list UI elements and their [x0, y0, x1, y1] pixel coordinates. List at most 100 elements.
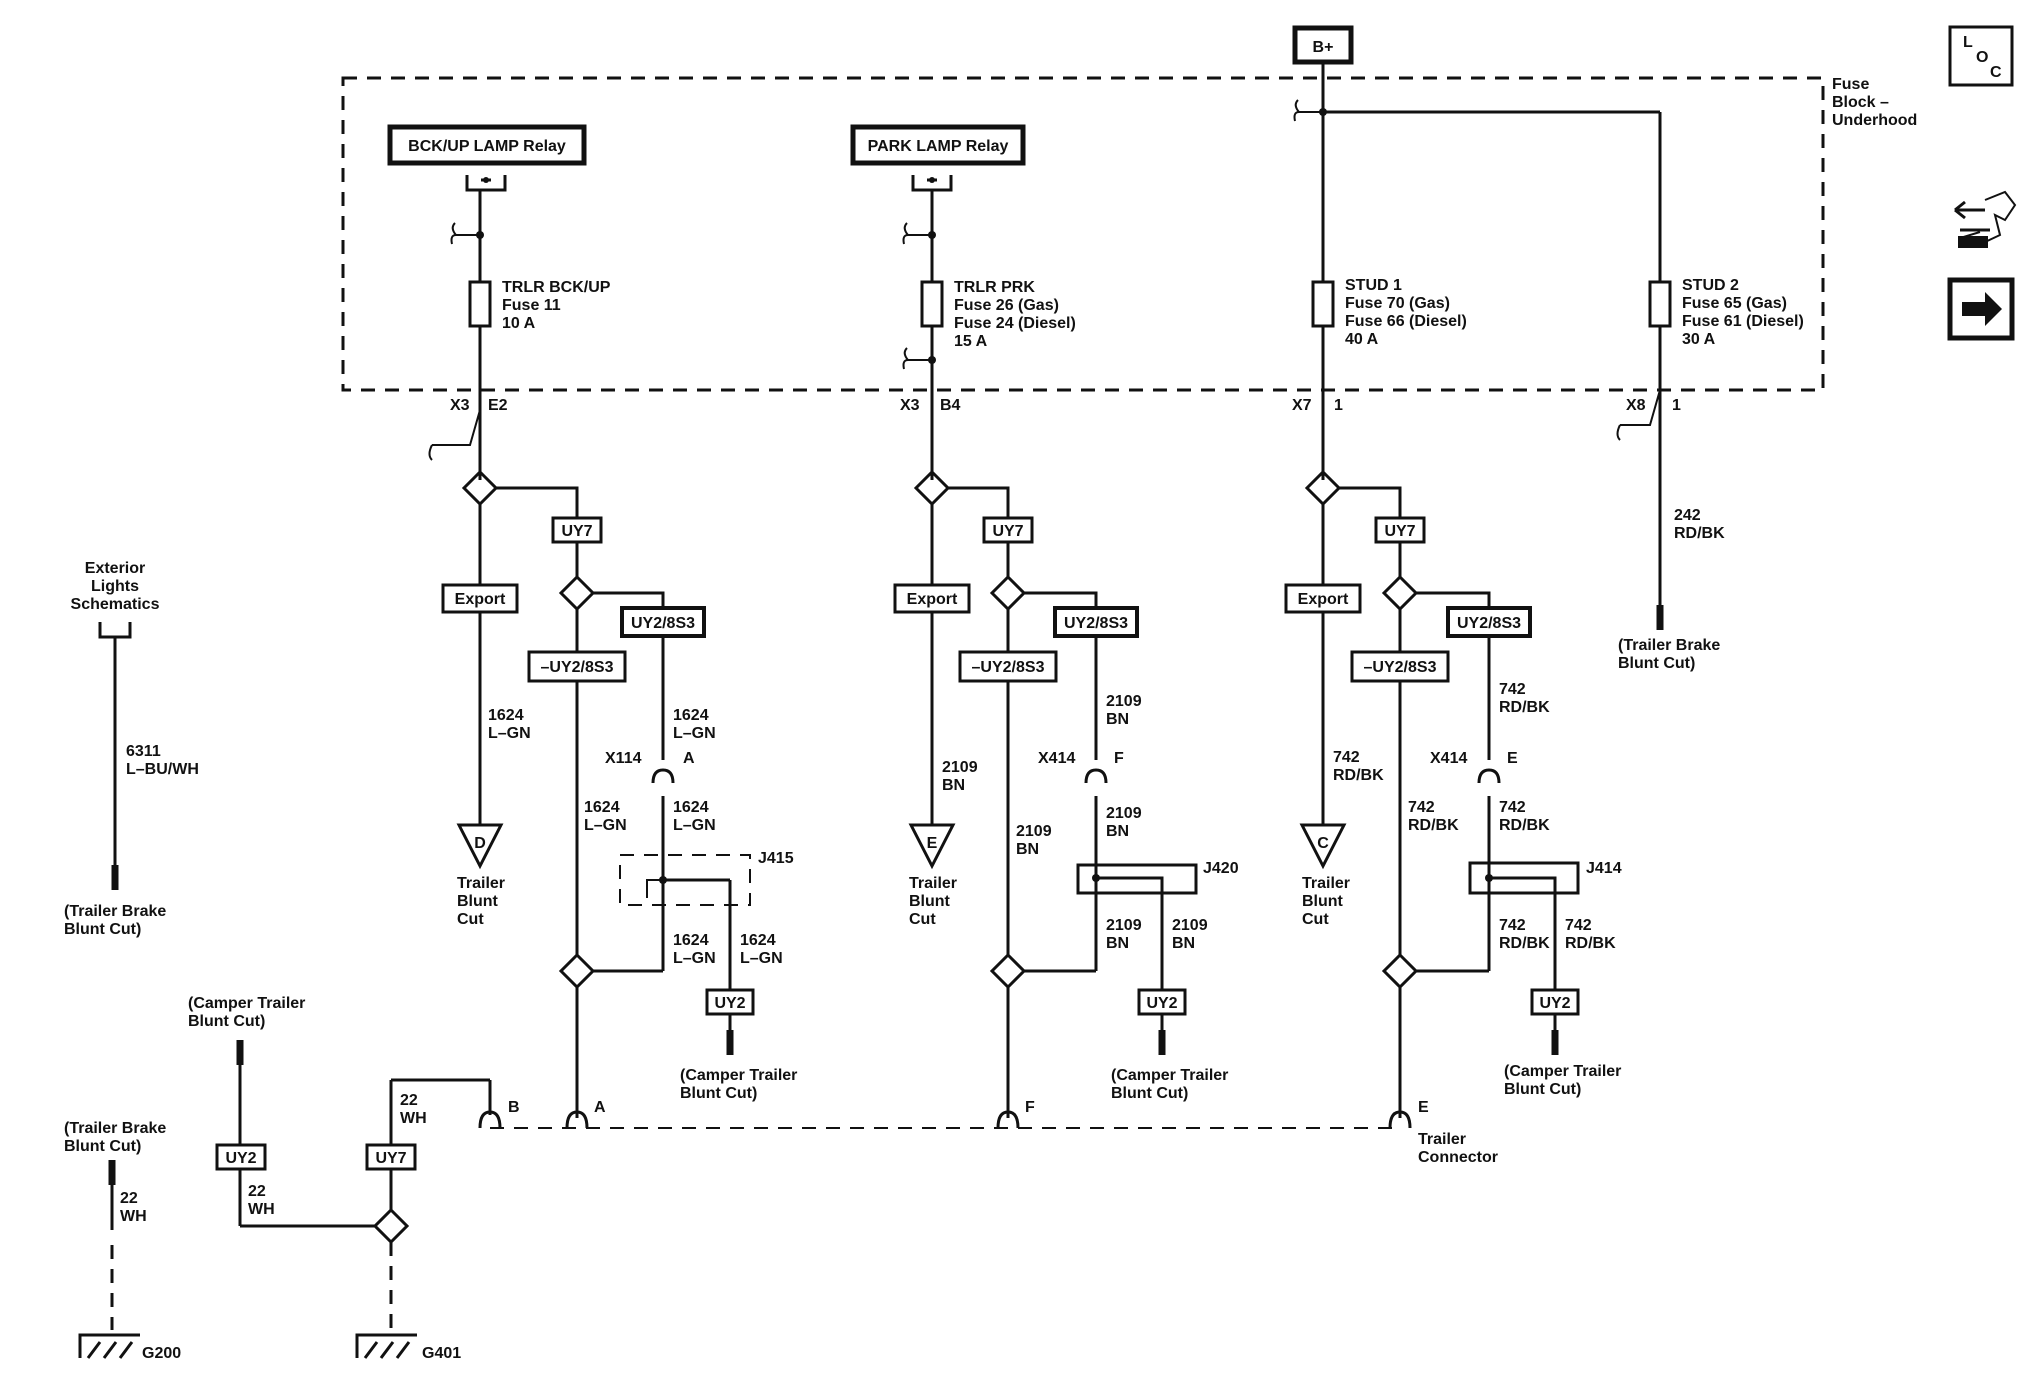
- svg-text:2109: 2109: [1016, 823, 1052, 840]
- svg-text:TRLR BCK/UP: TRLR BCK/UP: [502, 279, 611, 296]
- fuse-70-label: STUD 1 Fuse 70 (Gas) Fuse 66 (Diesel) 40…: [1345, 277, 1467, 348]
- option-uy2-8s3-a: UY2/8S3: [620, 606, 706, 638]
- option-uy2-8s3-c: UY2/8S3: [1446, 606, 1532, 638]
- connector-icon[interactable]: [1954, 190, 2017, 248]
- svg-text:L–GN: L–GN: [584, 817, 627, 834]
- svg-text:Exterior: Exterior: [85, 560, 145, 577]
- stud2-circuit: [1323, 110, 1672, 630]
- fuse-11-label: TRLR BCK/UP Fuse 11 10 A: [502, 279, 611, 332]
- svg-text:22: 22: [248, 1183, 266, 1200]
- svg-text:(Trailer Brake: (Trailer Brake: [64, 903, 166, 920]
- svg-text:PARK LAMP Relay: PARK LAMP Relay: [868, 138, 1009, 155]
- svg-text:1624: 1624: [673, 799, 709, 816]
- svg-text:UY7: UY7: [375, 1150, 406, 1167]
- branch-park: [908, 469, 1198, 1118]
- branch-stud1: [1299, 469, 1580, 1118]
- svg-text:Fuse 66 (Diesel): Fuse 66 (Diesel): [1345, 313, 1467, 330]
- svg-text:UY2/8S3: UY2/8S3: [631, 615, 695, 632]
- option-uy2-b: UY2: [1137, 988, 1187, 1016]
- svg-text:2109: 2109: [1106, 917, 1142, 934]
- backup-lamp-relay: BCK/UP LAMP Relay: [387, 124, 587, 192]
- fuse-65: [1648, 280, 1672, 328]
- ground-g401-circuit: [236, 1040, 492, 1359]
- pin-e2: E2: [488, 397, 508, 414]
- svg-text:Fuse 24 (Diesel): Fuse 24 (Diesel): [954, 315, 1076, 332]
- svg-text:L–BU/WH: L–BU/WH: [126, 761, 199, 778]
- svg-text:Blunt Cut): Blunt Cut): [64, 921, 141, 938]
- svg-text:Fuse 26 (Gas): Fuse 26 (Gas): [954, 297, 1059, 314]
- svg-text:Block –: Block –: [1832, 94, 1889, 111]
- svg-text:Blunt Cut): Blunt Cut): [188, 1013, 265, 1030]
- option-uy2-8s3-b: UY2/8S3: [1053, 606, 1139, 638]
- svg-text:6311: 6311: [126, 743, 161, 760]
- fuse-26: [920, 280, 944, 328]
- option-uy7-c: UY7: [1374, 516, 1426, 544]
- svg-text:STUD 1: STUD 1: [1345, 277, 1402, 294]
- terminal-c: C: [1317, 835, 1329, 852]
- option-export-b: Export: [893, 583, 971, 614]
- svg-text:742: 742: [1333, 749, 1360, 766]
- pin-f-trailer: F: [1025, 1099, 1035, 1116]
- svg-text:(Trailer Brake: (Trailer Brake: [64, 1120, 166, 1137]
- loc-icon[interactable]: L O C: [1948, 25, 2014, 87]
- option-export-c: Export: [1284, 583, 1362, 614]
- trailer-connector-label: Trailer Connector: [1418, 1131, 1498, 1166]
- svg-text:L–GN: L–GN: [488, 725, 531, 742]
- ground-g401: G401: [422, 1345, 461, 1362]
- svg-text:1624: 1624: [488, 707, 524, 724]
- svg-text:–UY2/8S3: –UY2/8S3: [1364, 659, 1437, 676]
- svg-text:Trailer: Trailer: [909, 875, 957, 892]
- backup-circuit: [428, 190, 492, 480]
- splice-j420: [1076, 863, 1198, 895]
- svg-text:242: 242: [1674, 507, 1701, 524]
- svg-text:RD/BK: RD/BK: [1408, 817, 1459, 834]
- svg-text:Cut: Cut: [1302, 911, 1329, 928]
- option-uy2-left: UY2: [215, 1143, 267, 1171]
- option-uy7-left: UY7: [365, 1143, 417, 1171]
- stud1-circuit: [1293, 98, 1335, 480]
- terminal-e: E: [927, 835, 938, 852]
- svg-text:2109: 2109: [1172, 917, 1208, 934]
- svg-text:(Camper Trailer: (Camper Trailer: [1111, 1067, 1228, 1084]
- svg-text:UY2/8S3: UY2/8S3: [1064, 615, 1128, 632]
- exterior-lights-ref: Exterior Lights Schematics: [71, 560, 160, 890]
- svg-text:1624: 1624: [740, 932, 776, 949]
- svg-text:BCK/UP LAMP Relay: BCK/UP LAMP Relay: [408, 138, 566, 155]
- svg-text:Blunt: Blunt: [909, 893, 951, 910]
- branch-backup: [456, 469, 751, 1118]
- pin-1-a: 1: [1334, 397, 1343, 414]
- svg-text:742: 742: [1499, 799, 1526, 816]
- right-arrow-icon[interactable]: [1947, 277, 2015, 341]
- svg-text:C: C: [1990, 64, 2002, 81]
- svg-text:40 A: 40 A: [1345, 331, 1379, 348]
- fuse-26-label: TRLR PRK Fuse 26 (Gas) Fuse 24 (Diesel) …: [954, 279, 1076, 350]
- svg-text:Blunt Cut): Blunt Cut): [64, 1138, 141, 1155]
- pin-e-x414: E: [1507, 750, 1518, 767]
- svg-text:Blunt: Blunt: [457, 893, 499, 910]
- pin-1-b: 1: [1672, 397, 1681, 414]
- svg-text:RD/BK: RD/BK: [1499, 817, 1550, 834]
- svg-text:L–GN: L–GN: [673, 725, 716, 742]
- svg-text:BN: BN: [1106, 935, 1129, 952]
- svg-text:2109: 2109: [942, 759, 978, 776]
- svg-text:22: 22: [400, 1092, 418, 1109]
- svg-text:1624: 1624: [673, 707, 709, 724]
- svg-text:L–GN: L–GN: [673, 817, 716, 834]
- option-not-uy2-8s3-a: –UY2/8S3: [527, 650, 627, 683]
- svg-text:BN: BN: [1106, 823, 1129, 840]
- svg-text:BN: BN: [942, 777, 965, 794]
- svg-text:RD/BK: RD/BK: [1674, 525, 1725, 542]
- ground-g200: G200: [142, 1345, 181, 1362]
- pin-x3-2: X3: [900, 397, 920, 414]
- fuse-70: [1311, 280, 1335, 328]
- svg-text:Cut: Cut: [909, 911, 936, 928]
